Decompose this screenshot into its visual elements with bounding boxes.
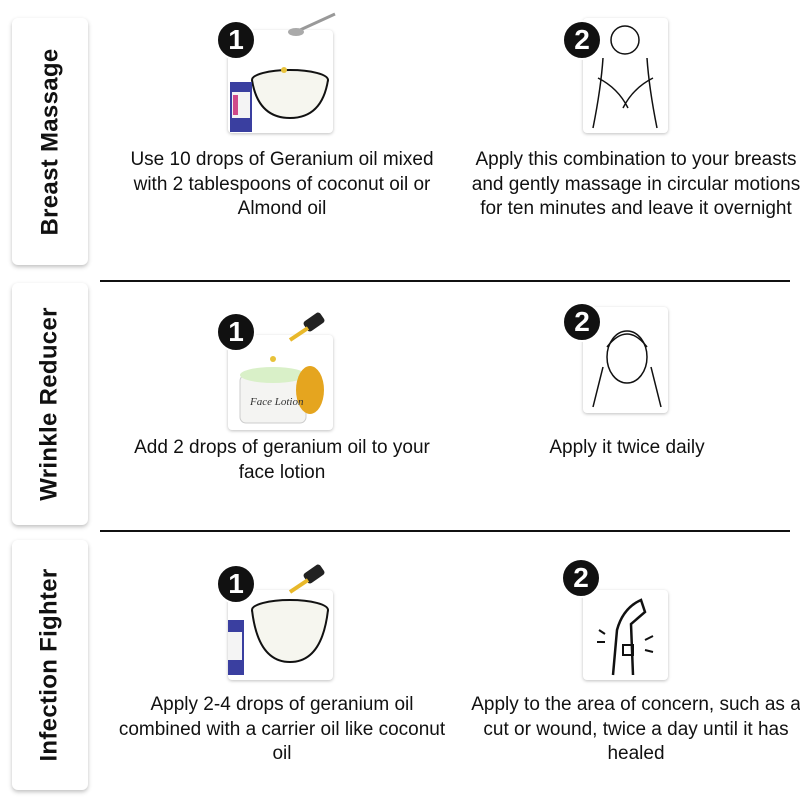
face-lotion-label: Face Lotion <box>249 396 304 408</box>
step-description: Apply 2-4 drops of geranium oil combined… <box>118 694 446 764</box>
step-number-badge: 2 <box>561 558 601 598</box>
face-lotion-dropper-icon: Face Lotion <box>228 335 333 430</box>
step-number-badge: 2 <box>562 20 602 60</box>
section-label-breast-massage: Breast Massage <box>12 18 88 265</box>
oil-bowl-dropper-icon <box>228 590 333 680</box>
section-label-infection-fighter: Infection Fighter <box>12 540 88 790</box>
step-number-badge: 1 <box>216 20 256 60</box>
section-title: Wrinkle Reducer <box>36 307 64 501</box>
section-title: Infection Fighter <box>36 568 63 762</box>
wrist-wound-icon <box>583 590 668 680</box>
step-number-badge: 1 <box>216 564 256 604</box>
step-description: Add 2 drops of geranium oil to your face… <box>134 437 430 483</box>
oil-bowl-spoon-icon <box>228 30 333 133</box>
step-description: Apply it twice daily <box>549 437 705 458</box>
spoon-icon <box>288 12 336 36</box>
section-label-wrinkle-reducer: Wrinkle Reducer <box>12 283 88 525</box>
step-description: Use 10 drops of Geranium oil mixed with … <box>130 149 434 219</box>
step-number-badge: 1 <box>216 312 256 352</box>
dropper-icon <box>288 564 325 594</box>
step-description: Apply to the area of concern, such as a … <box>471 694 800 764</box>
divider <box>100 280 790 282</box>
divider <box>100 530 790 532</box>
section-title: Breast Massage <box>36 48 63 235</box>
step-number-badge: 2 <box>562 302 602 342</box>
step-description: Apply this combination to your breasts a… <box>471 149 800 219</box>
dropper-icon <box>288 312 325 342</box>
